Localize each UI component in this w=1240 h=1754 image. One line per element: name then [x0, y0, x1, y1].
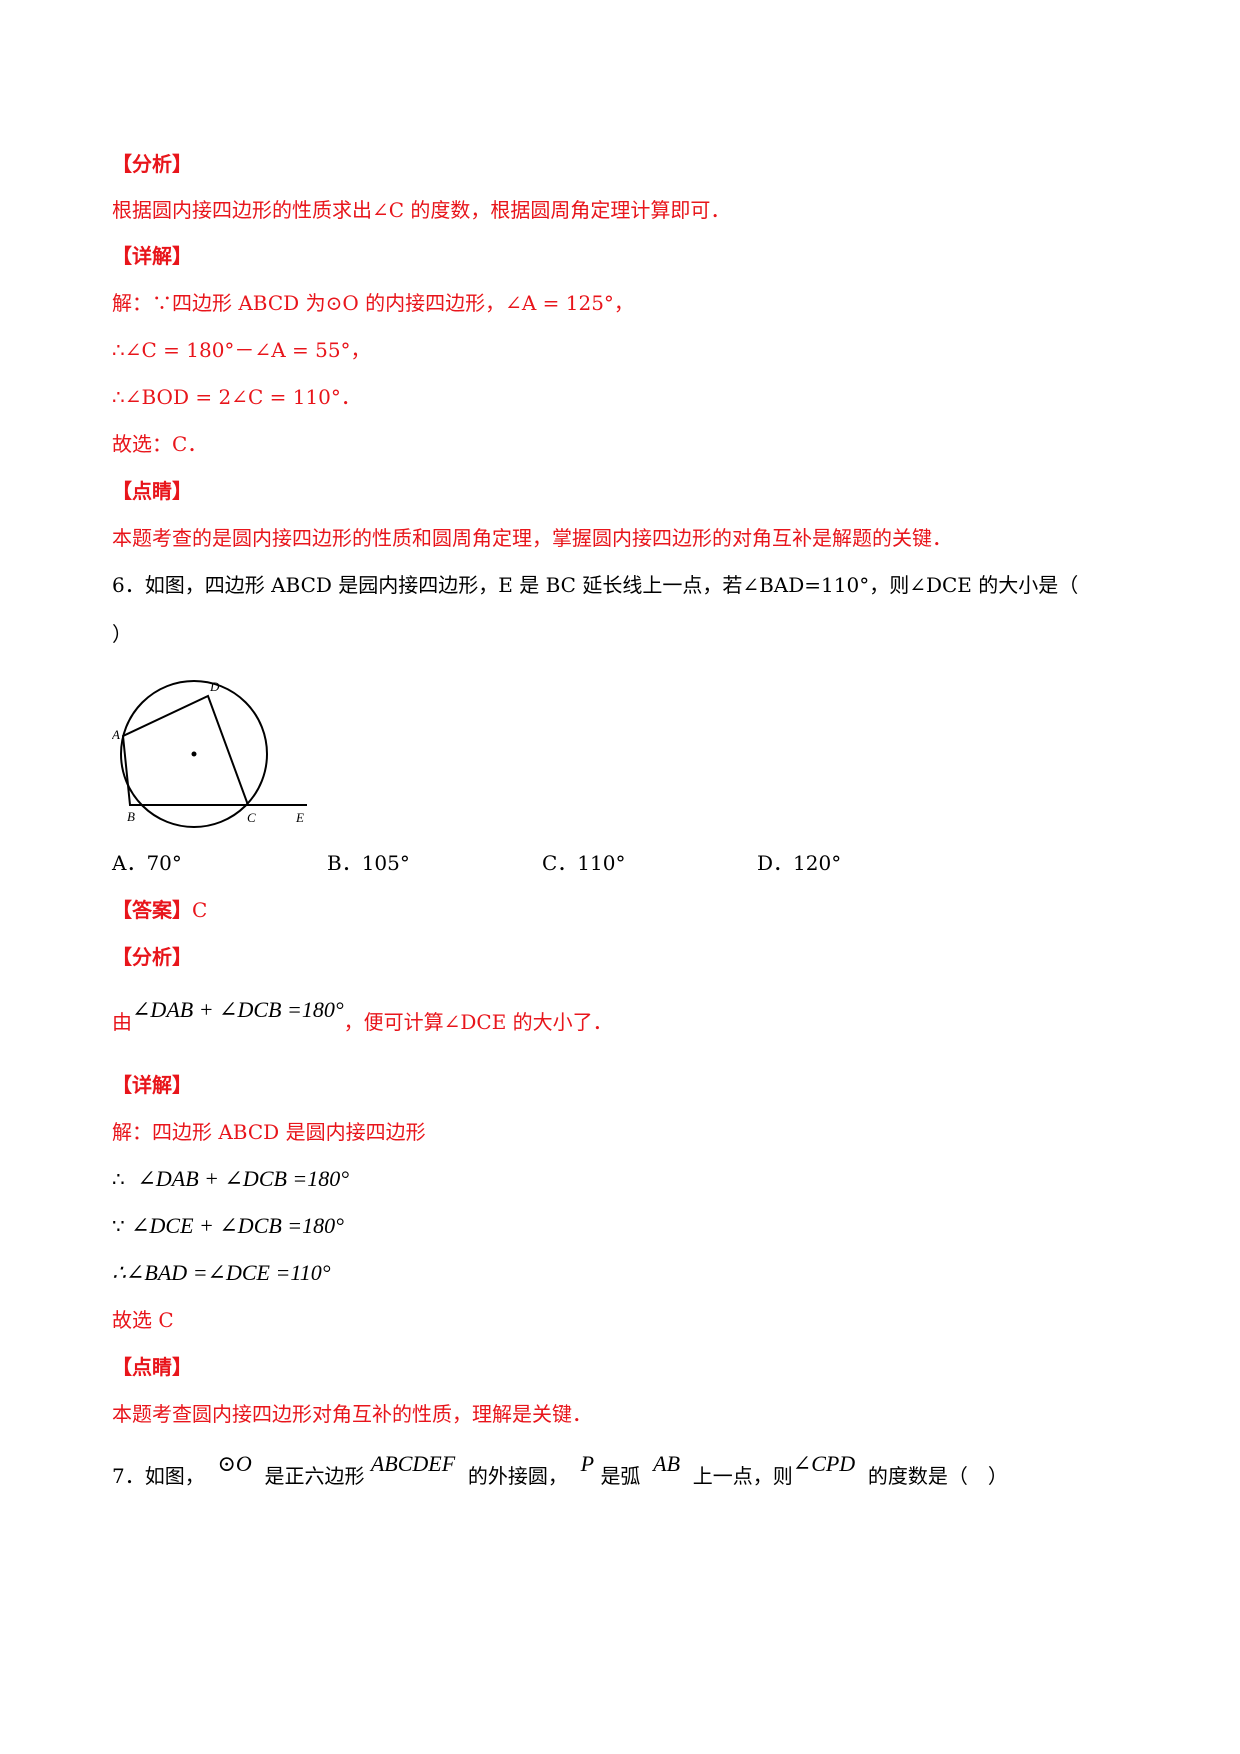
q7-math-angle-cpd: ∠CPD [792, 1451, 856, 1476]
q6-option-a: A．70° [112, 851, 182, 875]
q6-analysis-post: ，便可计算∠DCE 的大小了． [343, 1010, 613, 1034]
q6-analysis-heading: 【分析】 [112, 945, 192, 969]
q6-options: A．70° B．105° C．110° D．120° [112, 849, 1012, 877]
q7-part-2: 是正六边形 [264, 1464, 365, 1488]
q6-step-4: ∴∠BAD =∠DCE =110° [112, 1259, 331, 1287]
q6-analysis-pre: 由 [112, 1010, 132, 1034]
q6-analysis-formula: ∠DAB + ∠DCB =180° [132, 997, 344, 1022]
q5-step-1: 解：∵四边形 ABCD 为⊙O 的内接四边形，∠A = 125°， [112, 291, 634, 315]
label-e: E [295, 810, 304, 825]
q6-answer-heading: 【答案】 [112, 898, 192, 922]
q6-step-2: ∴ ∠DAB + ∠DCB =180° [112, 1165, 349, 1193]
q5-step-3: ∴∠BOD = 2∠C = 110°． [112, 385, 361, 409]
q7-math-arc-ab: AB [653, 1451, 681, 1476]
q6-analysis-text: 由∠DAB + ∠DCB =180°，便可计算∠DCE 的大小了． [112, 997, 613, 1036]
q5-choice: 故选：C． [112, 432, 208, 456]
q6-choice: 故选 C [112, 1308, 174, 1332]
q6-stem: 6．如图，四边形 ABCD 是园内接四边形，E 是 BC 延长线上一点，若∠BA… [112, 573, 1079, 597]
circle-center-dot [191, 751, 197, 757]
label-a: A [112, 727, 120, 742]
q6-comment-text: 本题考查圆内接四边形对角互补的性质，理解是关键． [112, 1402, 592, 1426]
q6-answer-value: C [192, 898, 208, 922]
circle-outline [120, 680, 268, 828]
q7-part-5: 上一点，则 [692, 1464, 793, 1488]
q7-math-circle-o: ⊙O [217, 1451, 252, 1476]
q7-math-point-p: P [580, 1451, 595, 1476]
q7-part-3: 的外接圆， [467, 1464, 568, 1488]
q6-circle-figure: D A B C E [112, 679, 307, 828]
q7-part-6: 的度数是（ ） [867, 1464, 1008, 1488]
q5-comment-heading: 【点睛】 [112, 479, 192, 503]
q6-option-d: D．120° [757, 851, 842, 875]
label-b: B [127, 809, 135, 824]
q6-stem-end: ） [112, 622, 132, 646]
q7-stem: 7．如图， ⊙O 是正六边形 ABCDEF 的外接圆， P 是弧 AB 上一点，… [112, 1451, 1008, 1490]
q7-math-hexagon: ABCDEF [370, 1451, 456, 1476]
q5-analysis-text: 根据圆内接四边形的性质求出∠C 的度数，根据圆周角定理计算即可． [112, 198, 731, 222]
q6-step-2-formula: ∠DAB + ∠DCB =180° [137, 1166, 350, 1191]
q6-step-2-symbol: ∴ [112, 1167, 125, 1191]
q5-analysis-heading: 【分析】 [112, 152, 192, 176]
q7-part-1: 7．如图， [112, 1464, 205, 1488]
q6-answer: 【答案】C [112, 896, 207, 924]
q6-step-3: ∵ ∠DCE + ∠DCB =180° [112, 1212, 344, 1240]
q6-comment-heading: 【点睛】 [112, 1355, 192, 1379]
label-c: C [247, 810, 256, 825]
q5-comment-text: 本题考查的是圆内接四边形的性质和圆周角定理，掌握圆内接四边形的对角互补是解题的关… [112, 526, 952, 550]
quadrilateral-abcd [121, 694, 250, 806]
q6-step-1: 解：四边形 ABCD 是圆内接四边形 [112, 1120, 426, 1144]
q6-option-c: C．110° [542, 851, 626, 875]
q5-step-2: ∴∠C = 180°－∠A = 55°， [112, 338, 371, 362]
q7-part-4: 是弧 [600, 1464, 641, 1488]
q6-step-3-symbol: ∵ [112, 1214, 125, 1238]
q6-detail-heading: 【详解】 [112, 1073, 192, 1097]
q6-option-b: B．105° [327, 851, 410, 875]
q6-step-3-formula: ∠DCE + ∠DCB =180° [131, 1213, 344, 1238]
label-d: D [209, 679, 220, 694]
q6-step-4-formula: ∴∠BAD =∠DCE =110° [112, 1260, 331, 1285]
q5-detail-heading: 【详解】 [112, 244, 192, 268]
